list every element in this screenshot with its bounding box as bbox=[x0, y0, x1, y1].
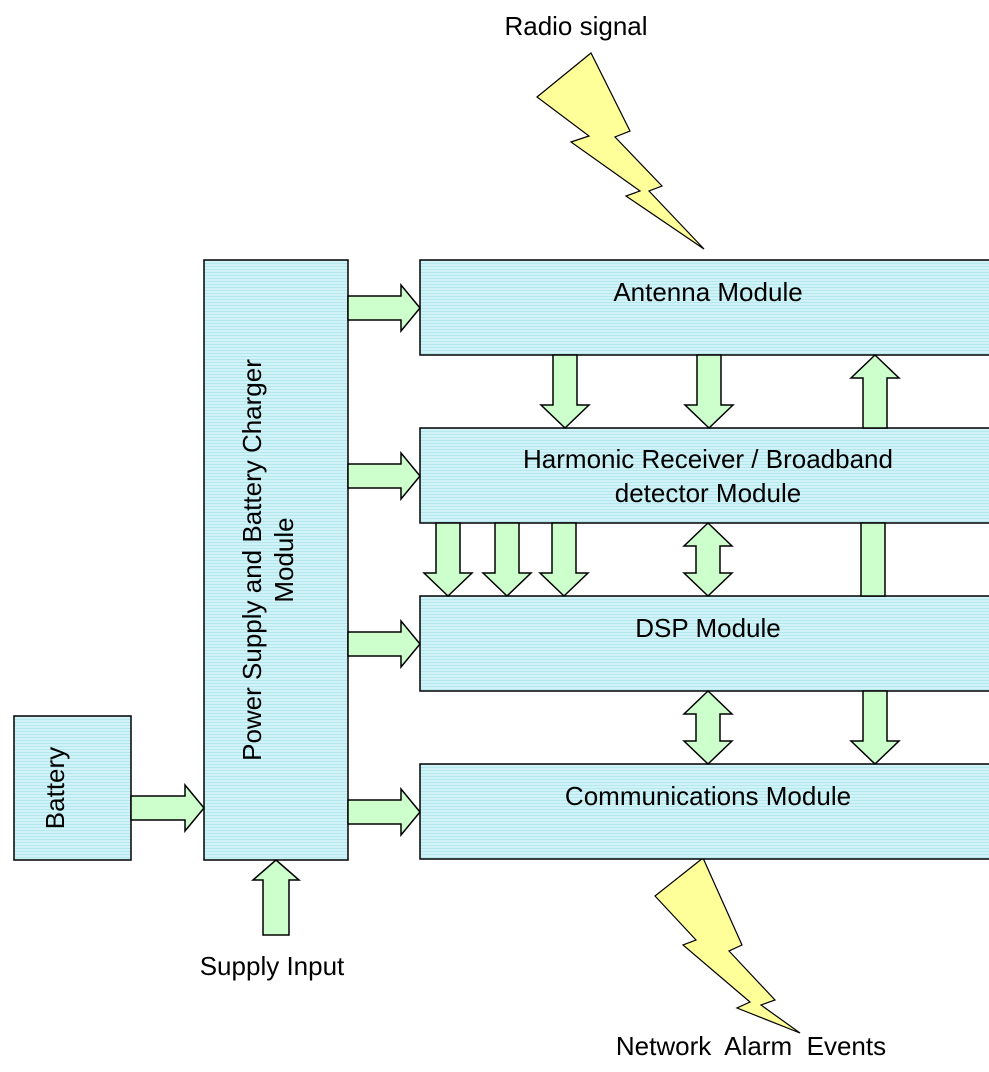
power-to-harmonic-arrow bbox=[347, 450, 421, 502]
harmonic-to-dsp-arrow-3 bbox=[538, 522, 590, 598]
harmonic-receiver-label-line1: Harmonic Receiver / Broadband bbox=[523, 444, 893, 474]
antenna-module-label: Antenna Module bbox=[613, 277, 802, 307]
harmonic-receiver-module: Harmonic Receiver / Broadband detector M… bbox=[419, 427, 989, 524]
harmonic-to-dsp-arrow-1 bbox=[422, 522, 474, 598]
power-to-communications-arrow bbox=[347, 786, 421, 838]
power-to-dsp-arrow bbox=[347, 618, 421, 670]
power-supply-module: Power Supply and Battery Charger Module bbox=[203, 259, 349, 861]
radio-signal-bolt-icon bbox=[536, 52, 705, 250]
antenna-to-harmonic-arrow-1 bbox=[539, 354, 591, 430]
dsp-module-label: DSP Module bbox=[635, 613, 781, 643]
dsp-communications-bidirectional-arrow bbox=[682, 689, 734, 766]
battery-label: Battery bbox=[40, 747, 70, 829]
dsp-to-communications-arrow bbox=[849, 690, 901, 766]
network-alarm-events-label: Network Alarm Events bbox=[616, 1031, 886, 1061]
power-to-antenna-arrow bbox=[347, 282, 421, 334]
supply-input-arrow bbox=[250, 859, 302, 936]
power-supply-label-line1: Power Supply and Battery Charger bbox=[237, 359, 267, 761]
battery-module: Battery bbox=[13, 715, 132, 861]
dsp-module: DSP Module bbox=[419, 595, 989, 692]
antenna-module: Antenna Module bbox=[419, 259, 989, 356]
harmonic-dsp-bidirectional-arrow bbox=[682, 521, 734, 598]
communications-module: Communications Module bbox=[419, 763, 989, 860]
network-alarm-bolt-icon bbox=[654, 857, 801, 1034]
antenna-to-harmonic-arrow-2 bbox=[683, 354, 735, 430]
harmonic-to-antenna-arrow bbox=[849, 353, 901, 429]
power-supply-label-line2: Module bbox=[269, 517, 299, 602]
harmonic-receiver-label-line2: detector Module bbox=[615, 478, 801, 508]
communications-module-label: Communications Module bbox=[565, 781, 851, 811]
battery-to-power-arrow bbox=[130, 782, 205, 834]
supply-input-label: Supply Input bbox=[200, 951, 345, 981]
harmonic-to-dsp-arrow-2 bbox=[481, 522, 533, 598]
harmonic-to-communications-connector bbox=[860, 522, 886, 597]
radio-signal-label: Radio signal bbox=[504, 11, 647, 41]
